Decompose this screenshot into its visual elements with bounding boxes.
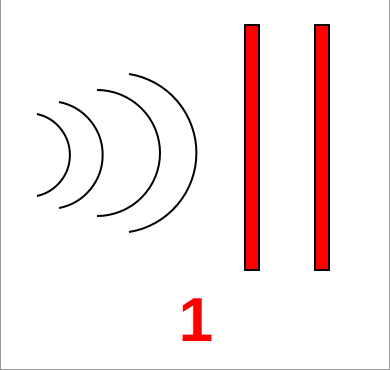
barrier-bar-left — [245, 25, 259, 270]
wave-arc-2 — [59, 102, 103, 208]
figure-number-label: 1 — [1, 288, 390, 354]
barrier-bar-right — [315, 25, 329, 270]
sound-waves-icon — [37, 74, 196, 232]
wave-arc-3 — [97, 90, 160, 216]
wave-arc-4 — [129, 74, 196, 232]
wave-arc-1 — [37, 114, 70, 196]
